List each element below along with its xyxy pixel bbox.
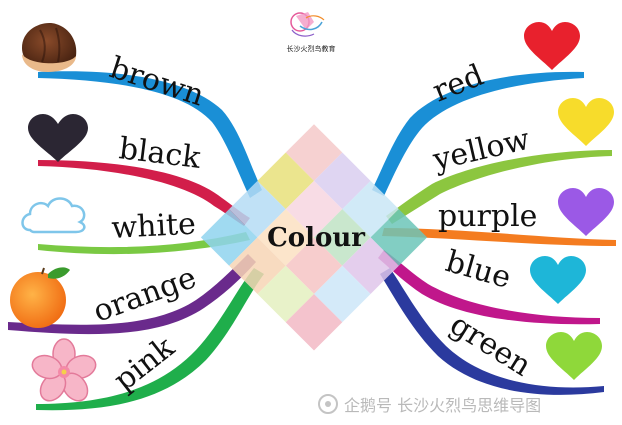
word-brown: brown: [106, 50, 209, 113]
branch-purple: [382, 228, 616, 246]
watermark: 企鹅号 长沙火烈鸟思维导图: [318, 392, 541, 416]
brand-caption: 长沙火烈鸟教育: [286, 45, 336, 53]
word-orange: orange: [89, 260, 201, 329]
cloud-icon: [21, 197, 86, 234]
chestnut-icon: [22, 23, 77, 72]
brand-logo-icon: [290, 12, 325, 37]
branch-yellow: [386, 150, 612, 224]
branch-white: [38, 232, 250, 255]
branch-pink: [36, 268, 264, 411]
word-red: red: [428, 58, 489, 110]
orange-fruit-icon: [10, 267, 70, 328]
word-purple: purple: [438, 199, 537, 234]
green-heart-icon: [546, 332, 602, 380]
word-blue: blue: [442, 244, 515, 296]
penguin-icon: [318, 394, 338, 414]
purple-heart-icon: [558, 188, 614, 236]
branch-black: [38, 160, 250, 226]
cherry-blossom-icon: [31, 338, 97, 402]
center-label: Colour: [267, 223, 365, 253]
word-white: white: [111, 207, 197, 246]
branch-red: [372, 71, 584, 196]
center-mosaic: [200, 124, 428, 351]
yellow-heart-icon: [558, 98, 614, 146]
black-heart-icon: [28, 114, 88, 162]
branch-green: [380, 268, 604, 395]
red-heart-icon: [524, 22, 580, 70]
branch-blue: [378, 250, 600, 325]
branch-brown: [38, 71, 262, 198]
blue-heart-icon: [530, 256, 586, 304]
watermark-text: 企鹅号 长沙火烈鸟思维导图: [344, 396, 542, 415]
